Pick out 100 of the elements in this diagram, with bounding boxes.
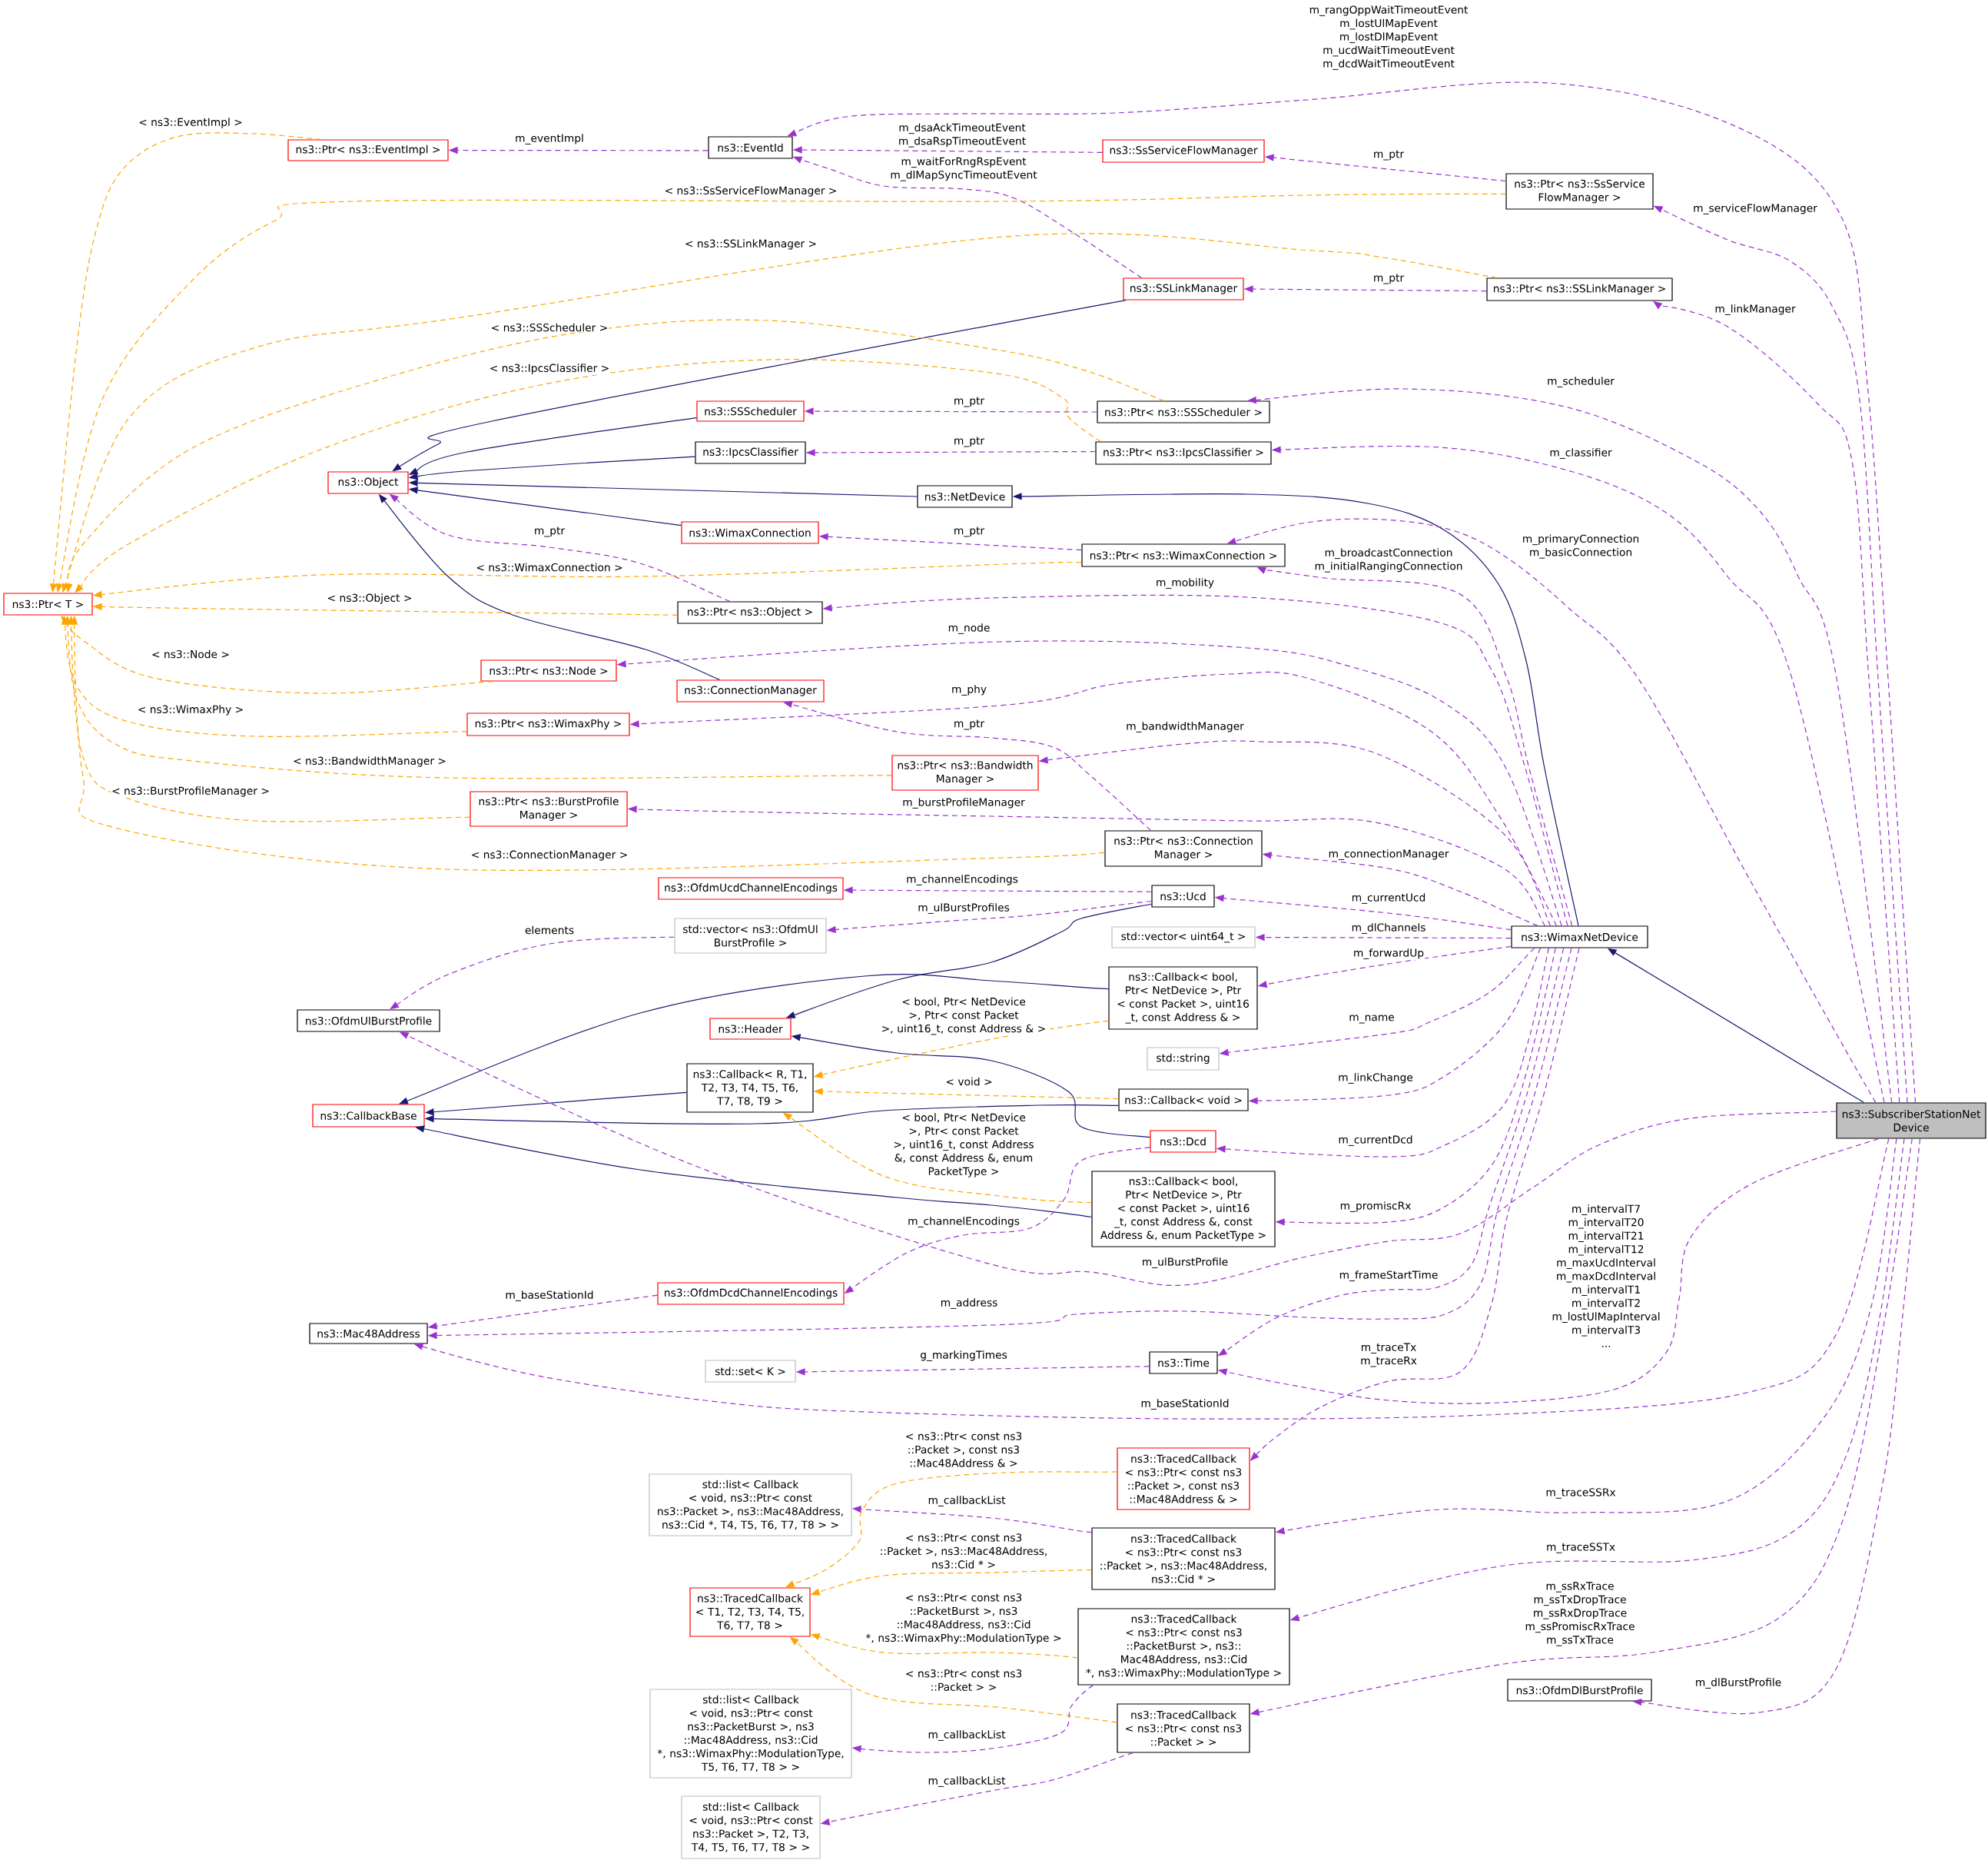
class-box: ns3::Ptr< T > [3,593,93,616]
edge-label: m_mobility [1155,577,1216,590]
edge-label: < ns3::SsServiceFlowManager > [663,185,838,198]
edge-label: < ns3::BandwidthManager > [292,756,447,768]
dashed-arrow [390,936,675,1010]
edge-label: m_traceTx m_traceRx [1357,1342,1420,1368]
edge-label: m_scheduler [1546,376,1615,388]
edge-label: elements [523,925,576,935]
class-box: std::list< Callback < void, ns3::Ptr< const ns3::PacketBurst >, ns3 ::Mac48Address, ns3::Cid *, ns3::WimaxPhy::ModulationType, T5, T6, T7, T8 > > [649,1689,852,1779]
edge-label: m_dlBurstProfile [1694,1677,1783,1689]
class-box: ns3::CallbackBase [312,1104,425,1128]
class-box: ns3::Ptr< ns3::Connection Manager > [1104,830,1263,867]
class-box: ns3::Time [1149,1351,1218,1374]
class-box: std::vector< ns3::OfdmUl BurstProfile > [674,918,827,954]
class-box: std::vector< uint64_t > [1111,926,1256,948]
edge-label: m_channelEncodings [907,1216,1021,1228]
class-box: ns3::SSScheduler [696,400,805,422]
edge-label: m_name [1348,1014,1396,1025]
class-box: ns3::Ptr< ns3::Node > [480,659,617,682]
edge-label: m_forwardUp [1352,948,1425,960]
class-box: ns3::Ptr< ns3::SSLinkManager > [1486,277,1673,301]
edge-label: m_ptr [952,719,986,731]
edge-label: m_rangOppWaitTimeoutEvent m_lostUlMapEvent m_lostDlMapEvent m_ucdWaitTimeoutEvent m_dcdWaitTimeoutEvent [1304,5,1473,71]
class-box: ns3::ConnectionManager [676,679,825,702]
edge-label: m_baseStationId [1140,1398,1230,1410]
class-box: std::list< Callback < void, ns3::Ptr< const ns3::Packet >, T2, T3, T4, T5, T6, T7, T8 > > [681,1795,821,1859]
edge-label: < ns3::EventImpl > [138,117,244,129]
edge-label: m_traceSSTx [1545,1542,1617,1554]
class-box: ns3::NetDevice [917,485,1013,508]
class-box: ns3::Ptr< ns3::BurstProfile Manager > [470,791,628,827]
edge-label: m_primaryConnection m_basicConnection [1518,533,1643,560]
edge-label: m_node [947,623,991,635]
edge-label: m_serviceFlowManager [1692,203,1818,215]
class-box: ns3::Ptr< ns3::WimaxPhy > [466,712,630,736]
class-box: ns3::WimaxNetDevice [1511,925,1648,948]
edge-label: m_ptr [952,436,986,448]
edge-label: m_ptr [1372,273,1406,285]
class-box: ns3::Callback< bool, Ptr< NetDevice >, Ptr < const Packet >, uint16 _t, const Address & > [1108,966,1258,1030]
class-box: ns3::Ptr< ns3::WimaxConnection > [1081,543,1286,567]
class-box: ns3::Callback< R, T1, T2, T3, T4, T5, T6, T7, T8, T9 > [686,1063,814,1113]
edge-label: < ns3::Ptr< const ns3 ::PacketBurst >, ns3 ::Mac48Address, ns3::Cid *, ns3::WimaxPhy::ModulationType > [860,1593,1067,1645]
class-box: ns3::TracedCallback < ns3::Ptr< const ns3 ::Packet >, const ns3 ::Mac48Address & > [1117,1447,1250,1510]
edge-label: < ns3::BurstProfileManager > [111,786,270,798]
edge-label: < ns3::Object > [326,593,413,605]
edge-label: m_callbackList [927,1729,1007,1742]
edge-label: m_ptr [533,526,566,538]
edge-label: < bool, Ptr< NetDevice >, Ptr< const Packet >, uint16_t, const Address &, const Address &, enum PacketType > [889,1112,1038,1178]
class-box: std::list< Callback < void, ns3::Ptr< const ns3::Packet >, ns3::Mac48Address, ns3::Cid *, T4, T5, T6, T7, T8 > > [649,1473,852,1536]
edge-label: m_eventImpl [514,133,585,145]
class-box: ns3::WimaxConnection [681,521,819,544]
edge-label: m_ulBurstProfiles [917,902,1011,915]
class-box: ns3::TracedCallback < ns3::Ptr< const ns3 ::Packet > > [1117,1703,1250,1753]
class-box: ns3::Mac48Address [309,1323,428,1344]
edge-label: m_address [939,1297,999,1310]
edge-label: < ns3::WimaxPhy > [136,704,245,716]
edge-label: m_dlChannels [1350,922,1427,935]
edge-label: m_bandwidthManager [1125,721,1245,733]
edge-label: m_linkChange [1337,1072,1414,1084]
edge-label: < ns3::Ptr< const ns3 ::Packet > > [901,1669,1026,1692]
edge-label: g_markingTimes [919,1350,1008,1362]
edge-label: < ns3::Node > [151,649,231,659]
edge-label: < ns3::WimaxConnection > [475,562,624,573]
class-box: ns3::OfdmUcdChannelEncodings [658,877,844,900]
edge-label: m_ptr [952,526,986,538]
class-box: ns3::Ptr< ns3::Bandwidth Manager > [891,755,1039,791]
edge-label: < ns3::Ptr< const ns3 ::Packet >, ns3::Mac48Address, ns3::Cid * > [875,1533,1053,1569]
class-box: ns3::SsServiceFlowManager [1102,139,1265,163]
class-box: std::set< K > [705,1360,796,1383]
edge-label: m_ulBurstProfile [1140,1257,1230,1269]
edge-label: m_broadcastConnection m_initialRangingConnection [1310,547,1467,573]
edge-label: < void > [944,1076,994,1087]
edge-label: m_currentDcd [1337,1134,1414,1147]
class-box: ns3::Ptr< ns3::SSScheduler > [1097,400,1270,423]
class-box: std::string [1147,1047,1220,1071]
class-box: ns3::OfdmDlBurstProfile [1507,1679,1652,1702]
class-box: ns3::TracedCallback < ns3::Ptr< const ns3 ::PacketBurst >, ns3:: Mac48Address, ns3::Cid *, ns3::WimaxPhy::ModulationType > [1077,1608,1290,1686]
edge-label: m_linkManager [1714,304,1797,316]
class-box: ns3::Dcd [1150,1130,1216,1153]
edge-label: m_connectionManager [1327,849,1450,861]
class-box: ns3::Ptr< ns3::IpcsClassifier > [1095,441,1272,465]
edge-label: < ns3::Ptr< const ns3 ::Packet >, const ns3 ::Mac48Address & > [901,1431,1026,1468]
class-box: ns3::TracedCallback < T1, T2, T3, T4, T5, T6, T7, T8 > [689,1587,811,1637]
class-box: ns3::Ptr< ns3::SsService FlowManager > [1505,173,1654,210]
class-box: ns3::Callback< bool, Ptr< NetDevice >, Ptr < const Packet >, uint16 _t, const Address &, const Address &, enum PacketType > [1091,1171,1276,1247]
edge-label: m_burstProfileManager [901,797,1026,809]
edge-label: m_channelEncodings [905,874,1019,886]
edge-label: m_intervalT7 m_intervalT20 m_intervalT21 m_intervalT12 m_maxUcdInterval m_maxDcdInterval m_intervalT1 m_intervalT2 m_lostUlMapInterval m_intervalT3 ... [1548,1204,1664,1348]
edge-label: m_ssRxTrace m_ssTxDropTrace m_ssRxDropTrace m_ssPromiscRxTrace m_ssTxTrace [1520,1581,1640,1647]
class-box: ns3::Ptr< ns3::EventImpl > [287,139,449,161]
edge-label: m_promiscRx [1339,1201,1412,1213]
edge-label: m_currentUcd [1350,892,1427,905]
class-box: ns3::TracedCallback < ns3::Ptr< const ns3 ::Packet >, ns3::Mac48Address, ns3::Cid * > [1091,1527,1276,1590]
edge-label: m_frameStartTime [1338,1270,1439,1282]
class-box: ns3::Ucd [1151,885,1215,908]
class-box: ns3::OfdmDcdChannelEncodings [657,1282,845,1305]
edge-label: m_dsaAckTimeoutEvent m_dsaRspTimeoutEvent [894,122,1030,148]
class-box: ns3::EventId [708,136,793,159]
edge-label: m_phy [951,684,988,696]
class-box: ns3::OfdmUlBurstProfile [297,1009,440,1032]
class-box: ns3::Ptr< ns3::Object > [677,601,823,624]
